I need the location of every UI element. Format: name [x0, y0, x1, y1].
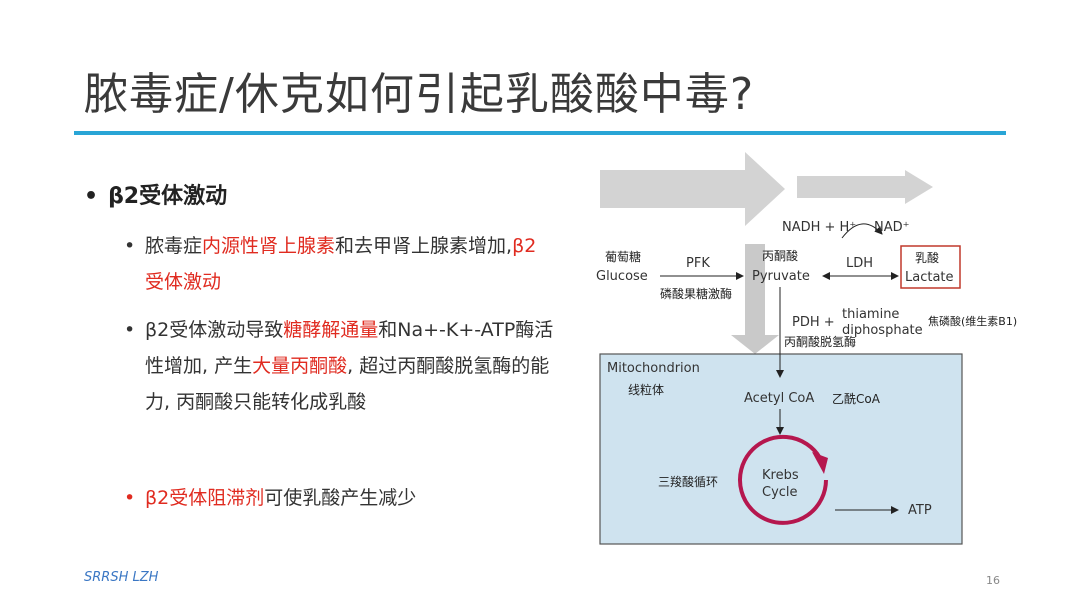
- nad-label: NAD⁺: [874, 220, 910, 235]
- atp-label: ATP: [908, 503, 932, 518]
- pfk-label-cn: 磷酸果糖激酶: [660, 286, 732, 301]
- bullet-main: • β2受体激动: [84, 178, 227, 210]
- diphosphate-label: diphosphate: [842, 323, 923, 338]
- slide-title: 脓毒症/休克如何引起乳酸酸中毒?: [84, 69, 755, 120]
- ldh-label: LDH: [846, 256, 873, 271]
- sub2-highlight-glycolysis: 糖酵解通量: [283, 319, 379, 341]
- pdh-label-cn: 丙酮酸脱氢酶: [784, 334, 856, 349]
- mitochondrion-label: Mitochondrion: [607, 361, 700, 376]
- bullet-dot: •: [84, 184, 99, 209]
- sub2-text-a: β2受体激动导致: [145, 319, 284, 341]
- title-underline: [74, 131, 1006, 135]
- sub-bullet-dot: •: [124, 319, 136, 341]
- pyruvate-label: Pyruvate: [752, 269, 810, 284]
- nadh-curve-arrow: [841, 223, 883, 239]
- sub1-text-b: 和去甲肾上腺素增加,: [335, 235, 513, 257]
- page-number: 16: [986, 574, 1000, 587]
- sub3-text: 可使乳酸产生减少: [264, 487, 417, 509]
- mitochondrion-label-cn: 线粒体: [628, 382, 664, 397]
- sub-bullet-dot-red: •: [124, 487, 136, 509]
- sub-bullet-2: • β2受体激动导致糖酵解通量和Na+-K+-ATP酶活性增加, 产生大量丙酮酸…: [124, 312, 554, 420]
- thiamine-label-cn: 焦磷酸(维生素B1): [928, 314, 1017, 328]
- big-arrow-down: [731, 244, 779, 354]
- sub1-highlight-beta2: β2受体激动: [145, 235, 537, 293]
- footer-credit: SRRSH LZH: [84, 570, 159, 585]
- glucose-label-cn: 葡萄糖: [605, 249, 641, 264]
- mitochondrion-box: [599, 353, 963, 545]
- krebs-cycle-arrowhead: [812, 452, 828, 474]
- lactate-label: Lactate: [905, 270, 954, 285]
- sub-bullet-dot: •: [124, 235, 136, 257]
- acetyl-coa-label-cn: 乙酰CoA: [832, 392, 881, 406]
- krebs-label-1: Krebs: [762, 468, 799, 483]
- bullet-main-text: β2受体激动: [108, 184, 228, 209]
- sub2-text-c: , 超过丙酮酸脱氢酶的能力, 丙酮酸只能转化成乳酸: [145, 355, 550, 413]
- sub-bullet-3: • β2受体阻滞剂可使乳酸产生减少: [124, 480, 554, 516]
- sub1-text-a: 脓毒症: [145, 235, 203, 257]
- pdh-label: PDH +: [792, 315, 835, 330]
- big-arrow-right: [797, 170, 933, 204]
- pyruvate-label-cn: 丙酮酸: [762, 248, 798, 263]
- sub1-highlight-epinephrine: 内源性肾上腺素: [202, 235, 336, 257]
- sub2-text-b: 和Na+-K+-ATP酶活性增加, 产生: [145, 319, 554, 377]
- thiamine-label: thiamine: [842, 307, 899, 322]
- sub2-highlight-pyruvate: 大量丙酮酸: [252, 355, 348, 377]
- big-arrow-glycolysis: [600, 152, 785, 226]
- sub3-highlight-blocker: β2受体阻滞剂: [145, 487, 265, 509]
- sub-bullet-1: • 脓毒症内源性肾上腺素和去甲肾上腺素增加,β2受体激动: [124, 228, 554, 300]
- krebs-cycle-ring: [738, 434, 828, 525]
- lactate-box: [900, 245, 961, 289]
- pfk-label: PFK: [686, 256, 710, 271]
- nadh-label: NADH + H⁺: [782, 220, 856, 235]
- acetyl-coa-label: Acetyl CoA: [744, 391, 814, 406]
- lactate-label-cn: 乳酸: [915, 250, 939, 265]
- krebs-label-cn: 三羧酸循环: [658, 474, 718, 489]
- glucose-label: Glucose: [596, 269, 648, 284]
- krebs-label-2: Cycle: [762, 485, 798, 500]
